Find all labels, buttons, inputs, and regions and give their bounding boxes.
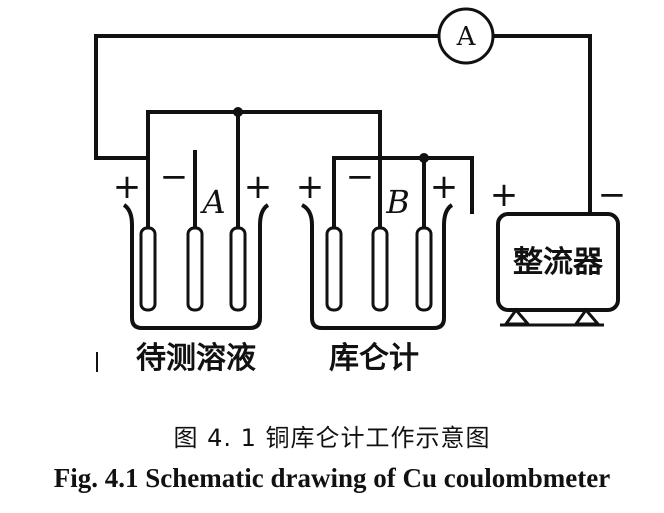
coulometer-circuit-diagram: A + − + A 待测溶液 + − + B 库仑计 整流器 + − (94, 7, 627, 376)
figure-caption-chinese: 图 4. 1 铜库仑计工作示意图 (173, 424, 491, 452)
sign-b-left: + (296, 167, 325, 207)
rectifier-box (496, 212, 620, 312)
sign-b-right: + (430, 167, 459, 207)
sign-a-right: + (244, 167, 273, 207)
label-coulometer: 库仑计 (329, 341, 419, 376)
sign-a-left: + (113, 167, 142, 207)
electrode-b-left (325, 226, 343, 312)
electrode-a-left (139, 226, 157, 312)
rectifier-foot-left (503, 307, 532, 326)
cell-letter-a: A (199, 183, 225, 221)
bus-wire-a-outer (146, 110, 240, 232)
electrode-a-middle (186, 226, 204, 312)
sign-b-middle: − (346, 157, 375, 197)
rectifier-plus-sign: + (490, 175, 519, 215)
rectifier-minus-sign: − (598, 175, 627, 215)
outer-wire-right (493, 34, 592, 210)
rectifier-label: 整流器 (513, 245, 604, 280)
label-test-solution: 待测溶液 (136, 341, 256, 376)
figure-caption-english: Fig. 4.1 Schematic drawing of Cu coulomb… (53, 463, 611, 493)
beaker-test-solution (122, 203, 270, 330)
sign-a-middle: − (160, 157, 189, 197)
ammeter-label: A (456, 22, 477, 52)
electrode-a-right (229, 226, 247, 312)
beaker-coulometer (300, 203, 454, 330)
electrode-b-middle (371, 226, 389, 312)
outer-wire-left (94, 34, 438, 160)
cathode-wire-b-outer (332, 156, 474, 232)
bus-wire-to-b-middle (238, 110, 382, 232)
cell-letter-b: B (385, 183, 410, 221)
electrode-b-right (415, 226, 433, 312)
rectifier-foot-right (573, 307, 602, 326)
